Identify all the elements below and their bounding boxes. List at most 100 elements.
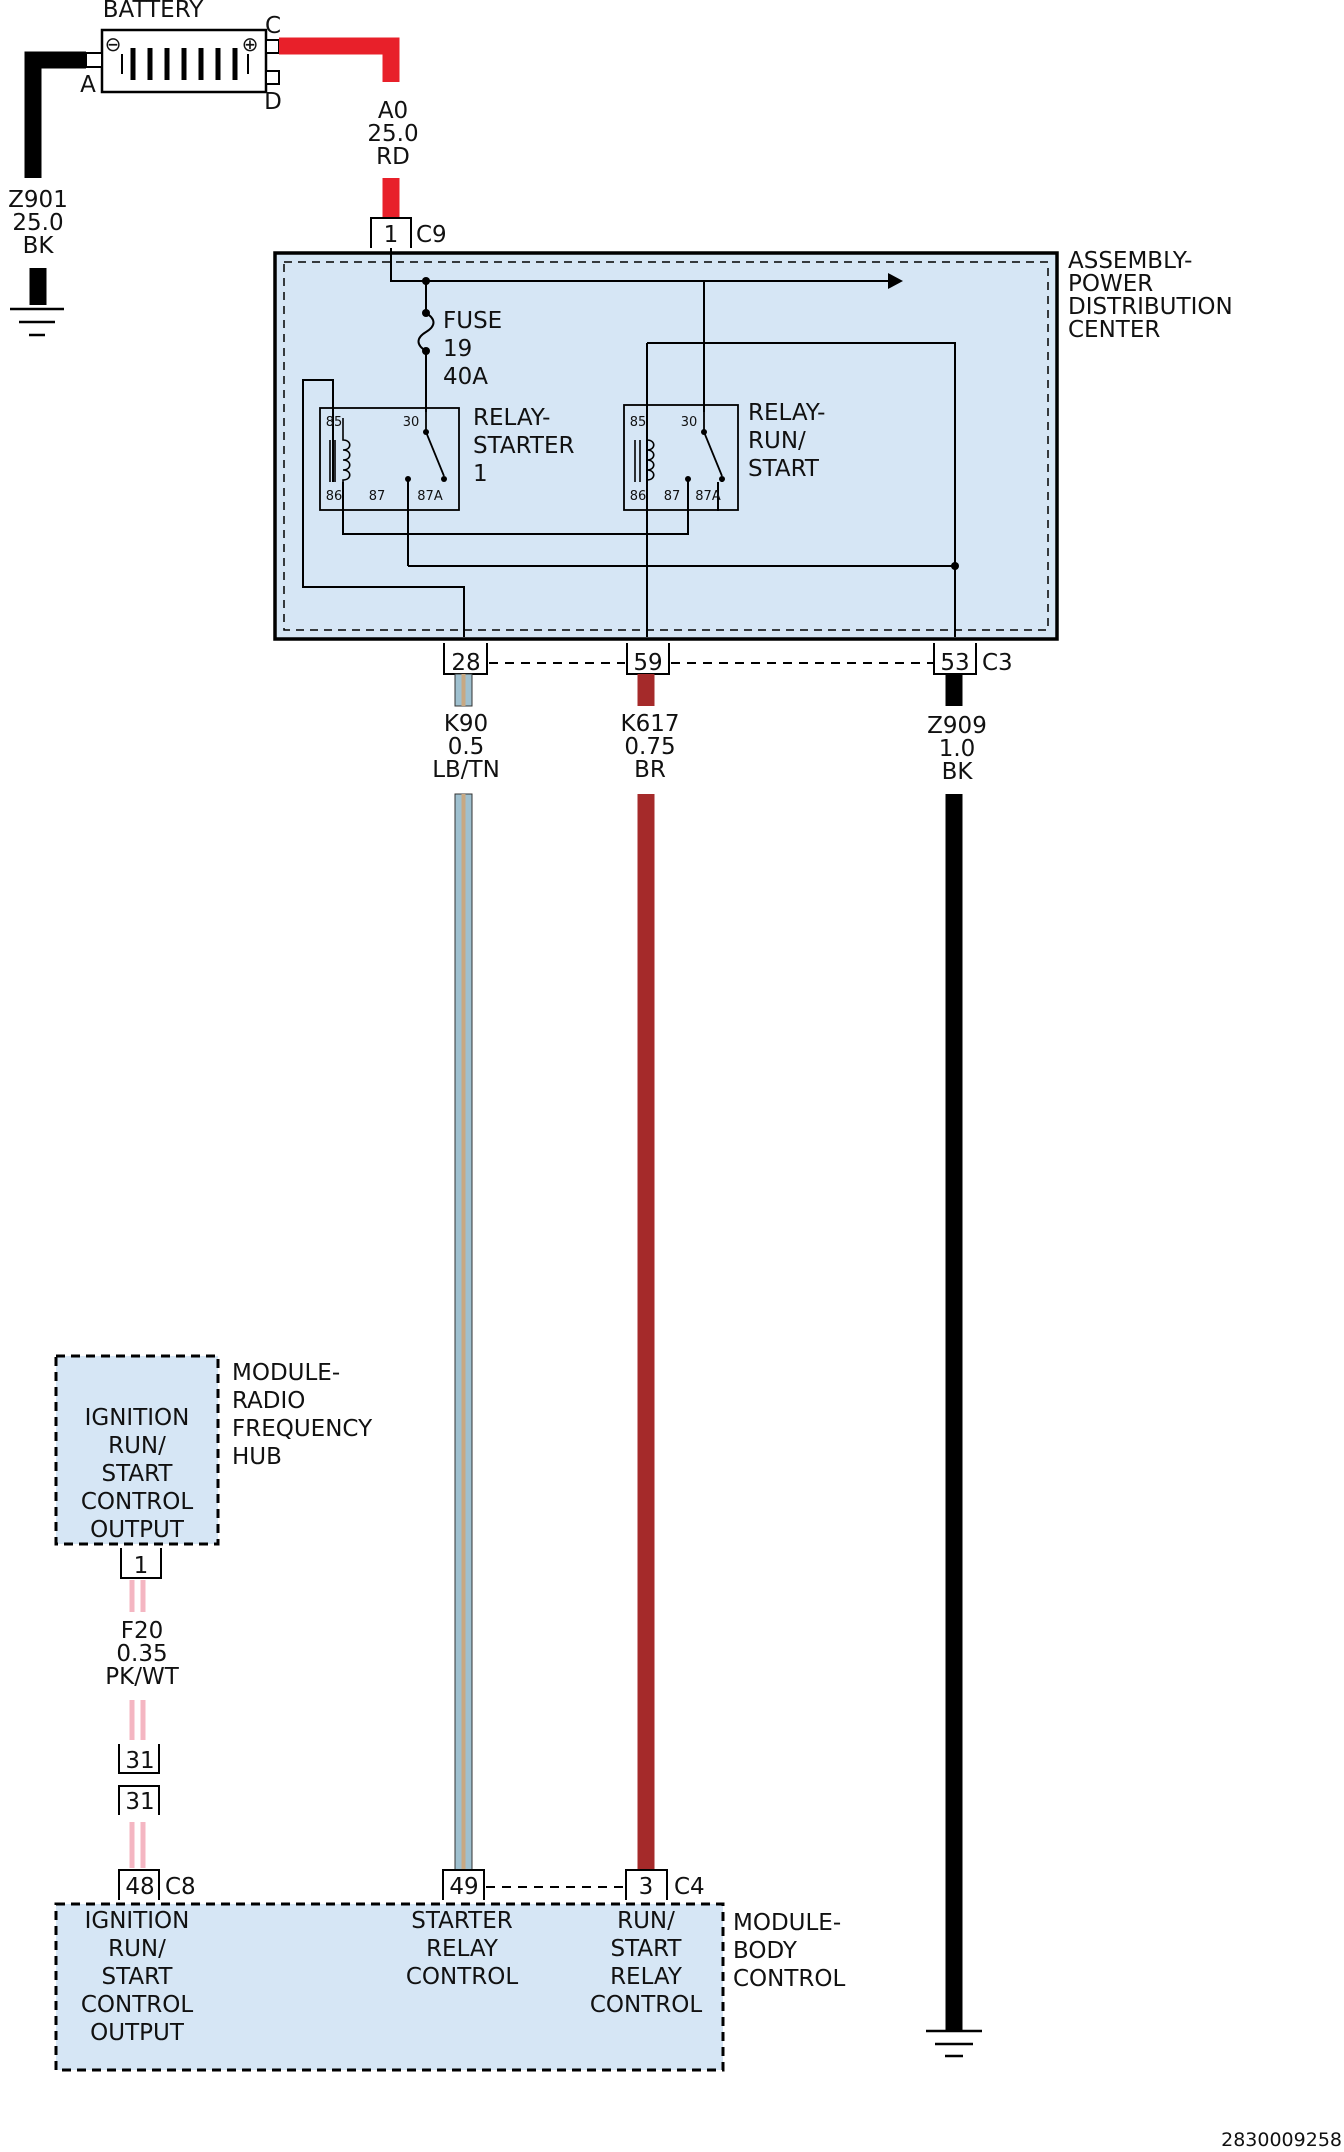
connector-c8: 48 C8 <box>118 1869 196 1900</box>
relay-starter-name-line3: 1 <box>473 461 488 487</box>
wire-f20-color: PK/WT <box>105 1664 179 1690</box>
relay-coil-icon <box>634 418 655 499</box>
inline-connector-pin-top: 31 <box>125 1748 154 1774</box>
relay-run-start-name-line1: RELAY- <box>748 400 825 426</box>
relay-run-start-pin-87a: 87A <box>695 489 721 504</box>
connector-c3: 28 59 53 C3 <box>443 643 1013 676</box>
plus-icon: ⊕ <box>242 32 259 56</box>
bcm-starter-line2: RELAY <box>426 1936 499 1962</box>
bcm-ignition-line2: RUN/ <box>108 1936 166 1962</box>
battery: BATTERY ⊖ ⊕ A C D <box>80 0 282 115</box>
rf-hub-name-line3: FREQUENCY <box>232 1416 373 1442</box>
battery-terminal-c: C <box>265 13 281 39</box>
connector-c9-pin: 1 <box>384 222 399 248</box>
wire-z901-circuit: Z901 <box>8 187 68 213</box>
rf-hub-module: IGNITION RUN/ START CONTROL OUTPUT MODUL… <box>54 1354 373 1546</box>
splice-icon <box>951 562 959 570</box>
connector-c3-pin-59: 59 <box>633 650 662 676</box>
connector-c8-name: C8 <box>165 1874 196 1900</box>
bcm-ignition-line4: CONTROL <box>81 1992 194 2018</box>
relay-starter-pin-87: 87 <box>369 489 386 504</box>
connector-c8-pin: 48 <box>125 1874 154 1900</box>
relay-coil-icon <box>329 418 351 499</box>
relay-starter-pin-85: 85 <box>326 415 343 430</box>
ground-icon <box>10 307 64 337</box>
fuse-number: 19 <box>443 336 472 362</box>
bcm-name-line3: CONTROL <box>733 1966 846 1992</box>
rf-hub-function-line1: IGNITION <box>85 1405 190 1431</box>
bcm-starter-line3: CONTROL <box>406 1964 519 1990</box>
wire-z901: Z901 25.0 BK <box>8 51 86 305</box>
bcm-ignition-line1: IGNITION <box>85 1908 190 1934</box>
bcm-name-line2: BODY <box>733 1938 798 1964</box>
connector-c3-name: C3 <box>982 650 1013 676</box>
relay-switch-icon <box>425 412 445 477</box>
wire-k617: K617 0.75 BR <box>621 674 680 1870</box>
rf-hub-connector: 1 <box>120 1548 162 1579</box>
relay-run-start-pin-87: 87 <box>664 489 681 504</box>
fuse-label: FUSE <box>443 308 502 334</box>
wire-z909: Z909 1.0 BK <box>927 674 987 2030</box>
rf-hub-function-line2: RUN/ <box>108 1433 166 1459</box>
relay-run-start-name-line3: START <box>748 456 820 482</box>
battery-terminal-d: D <box>264 89 282 115</box>
wire-z901-gauge: 25.0 <box>12 210 63 236</box>
connector-c4-pin-49: 49 <box>449 1874 478 1900</box>
relay-run-start-pin-86: 86 <box>630 489 647 504</box>
figure-id: 2830009258 <box>1221 2129 1342 2151</box>
relay-starter-name-line1: RELAY- <box>473 405 550 431</box>
bcm-runstart-line3: RELAY <box>610 1964 683 1990</box>
connector-c9: 1 C9 <box>370 217 447 248</box>
wire-a0-color: RD <box>376 144 410 170</box>
rf-hub-function-line4: CONTROL <box>81 1489 194 1515</box>
wire-z909-color: BK <box>942 759 974 785</box>
wire-k90: K90 0.5 LB/TN <box>432 673 500 1871</box>
rf-hub-name-line4: HUB <box>232 1444 282 1470</box>
wire-k90-gauge: 0.5 <box>448 734 485 760</box>
splice-icon <box>422 277 430 285</box>
connector-c4: 49 3 C4 <box>442 1869 705 1900</box>
rf-hub-connector-pin: 1 <box>134 1553 149 1579</box>
rf-hub-function-line5: OUTPUT <box>90 1517 185 1543</box>
battery-terminal-a: A <box>80 72 96 98</box>
wire-k617-color: BR <box>634 757 666 783</box>
relay-run-start-pin-85: 85 <box>630 415 647 430</box>
wire-k90-circuit: K90 <box>444 711 488 737</box>
wire-f20 <box>129 1580 146 1868</box>
relay-starter-name-line2: STARTER <box>473 433 574 459</box>
battery-title: BATTERY <box>103 0 204 23</box>
wire-z901-color: BK <box>23 233 55 259</box>
wire-k617-circuit: K617 <box>621 711 680 737</box>
pdc-name-line3: DISTRIBUTION <box>1068 294 1233 320</box>
connector-c3-pin-28: 28 <box>451 650 480 676</box>
connector-c4-pin-3: 3 <box>639 1874 654 1900</box>
minus-icon: ⊖ <box>105 32 122 56</box>
fuse-rating: 40A <box>443 364 488 390</box>
wire-f20-gauge: 0.35 <box>116 1641 167 1667</box>
wire-a0: A0 25.0 RD <box>279 37 419 218</box>
relay-starter-pin-30: 30 <box>403 415 420 430</box>
wire-f20-circuit: F20 <box>121 1618 164 1644</box>
relay-run-start-pin-30: 30 <box>681 415 698 430</box>
wire-k617-gauge: 0.75 <box>624 734 675 760</box>
fuse-icon <box>417 309 435 355</box>
connector-c4-name: C4 <box>674 1874 705 1900</box>
relay-switch-icon <box>703 412 723 477</box>
pdc-name-line2: POWER <box>1068 271 1153 297</box>
pdc-name-line1: ASSEMBLY- <box>1068 248 1192 274</box>
pdc-name-line4: CENTER <box>1068 317 1160 343</box>
power-distribution-center: ASSEMBLY- POWER DISTRIBUTION CENTER <box>273 248 1233 641</box>
bcm-runstart-line2: START <box>611 1936 683 1962</box>
connector-c9-name: C9 <box>416 222 447 248</box>
wire-z909-circuit: Z909 <box>927 713 987 739</box>
bcm-starter-line1: STARTER <box>411 1908 512 1934</box>
relay-starter: 85 30 86 87 87A <box>319 407 460 511</box>
ground-icon <box>926 2029 982 2058</box>
rf-hub-name-line2: RADIO <box>232 1388 305 1414</box>
bcm-ignition-line5: OUTPUT <box>90 2020 185 2046</box>
body-control-module: IGNITION RUN/ START CONTROL OUTPUT START… <box>54 1902 846 2072</box>
wire-a0-gauge: 25.0 <box>367 121 418 147</box>
bcm-runstart-line4: CONTROL <box>590 1992 703 2018</box>
inline-connector: 31 31 <box>118 1744 160 1815</box>
